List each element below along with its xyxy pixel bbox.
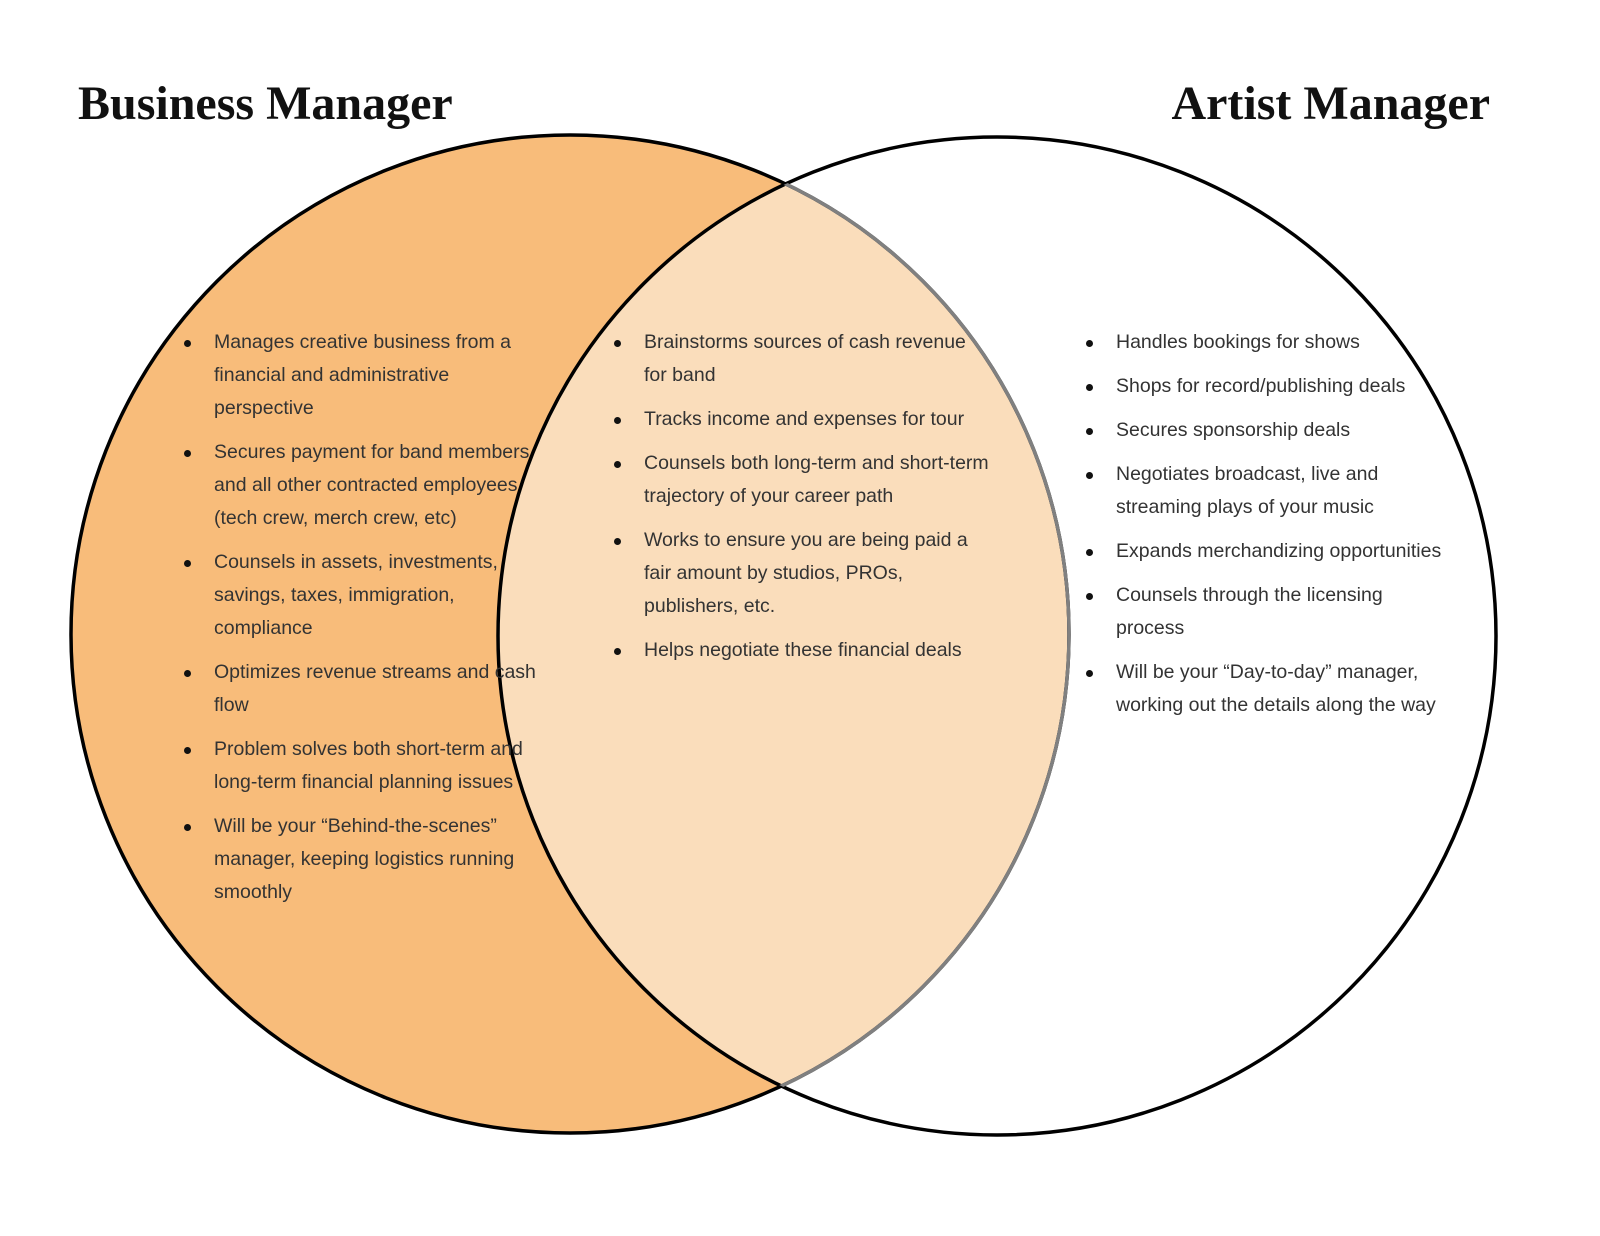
business-manager-list: Manages creative business from a financi… xyxy=(182,326,544,920)
list-item: Counsels both long-term and short-term t… xyxy=(614,447,994,513)
list-item: Will be your “Behind-the-scenes” manager… xyxy=(184,810,544,909)
business-manager-title: Business Manager xyxy=(78,77,453,130)
artist-manager-circle xyxy=(496,135,1498,1137)
list-item: Counsels through the licensing process xyxy=(1086,579,1448,645)
list-item: Secures payment for band members and all… xyxy=(184,436,544,535)
list-item: Problem solves both short-term and long-… xyxy=(184,733,544,799)
list-item: Manages creative business from a financi… xyxy=(184,326,544,425)
artist-manager-title: Artist Manager xyxy=(1171,77,1490,130)
list-item: Secures sponsorship deals xyxy=(1086,414,1448,447)
list-item: Handles bookings for shows xyxy=(1086,326,1448,359)
overlap-region xyxy=(498,137,1069,1133)
list-item: Negotiates broadcast, live and streaming… xyxy=(1086,458,1448,524)
list-item: Optimizes revenue streams and cash flow xyxy=(184,656,544,722)
list-item: Brainstorms sources of cash revenue for … xyxy=(614,326,994,392)
list-item: Shops for record/publishing deals xyxy=(1086,370,1448,403)
list-item: Tracks income and expenses for tour xyxy=(614,403,994,436)
shared-duties-list: Brainstorms sources of cash revenue for … xyxy=(612,326,994,678)
list-item: Counsels in assets, investments, savings… xyxy=(184,546,544,645)
list-item: Helps negotiate these financial deals xyxy=(614,634,994,667)
list-item: Expands merchandizing opportunities xyxy=(1086,535,1448,568)
list-item: Works to ensure you are being paid a fai… xyxy=(614,524,994,623)
list-item: Will be your “Day-to-day” manager, worki… xyxy=(1086,656,1448,722)
